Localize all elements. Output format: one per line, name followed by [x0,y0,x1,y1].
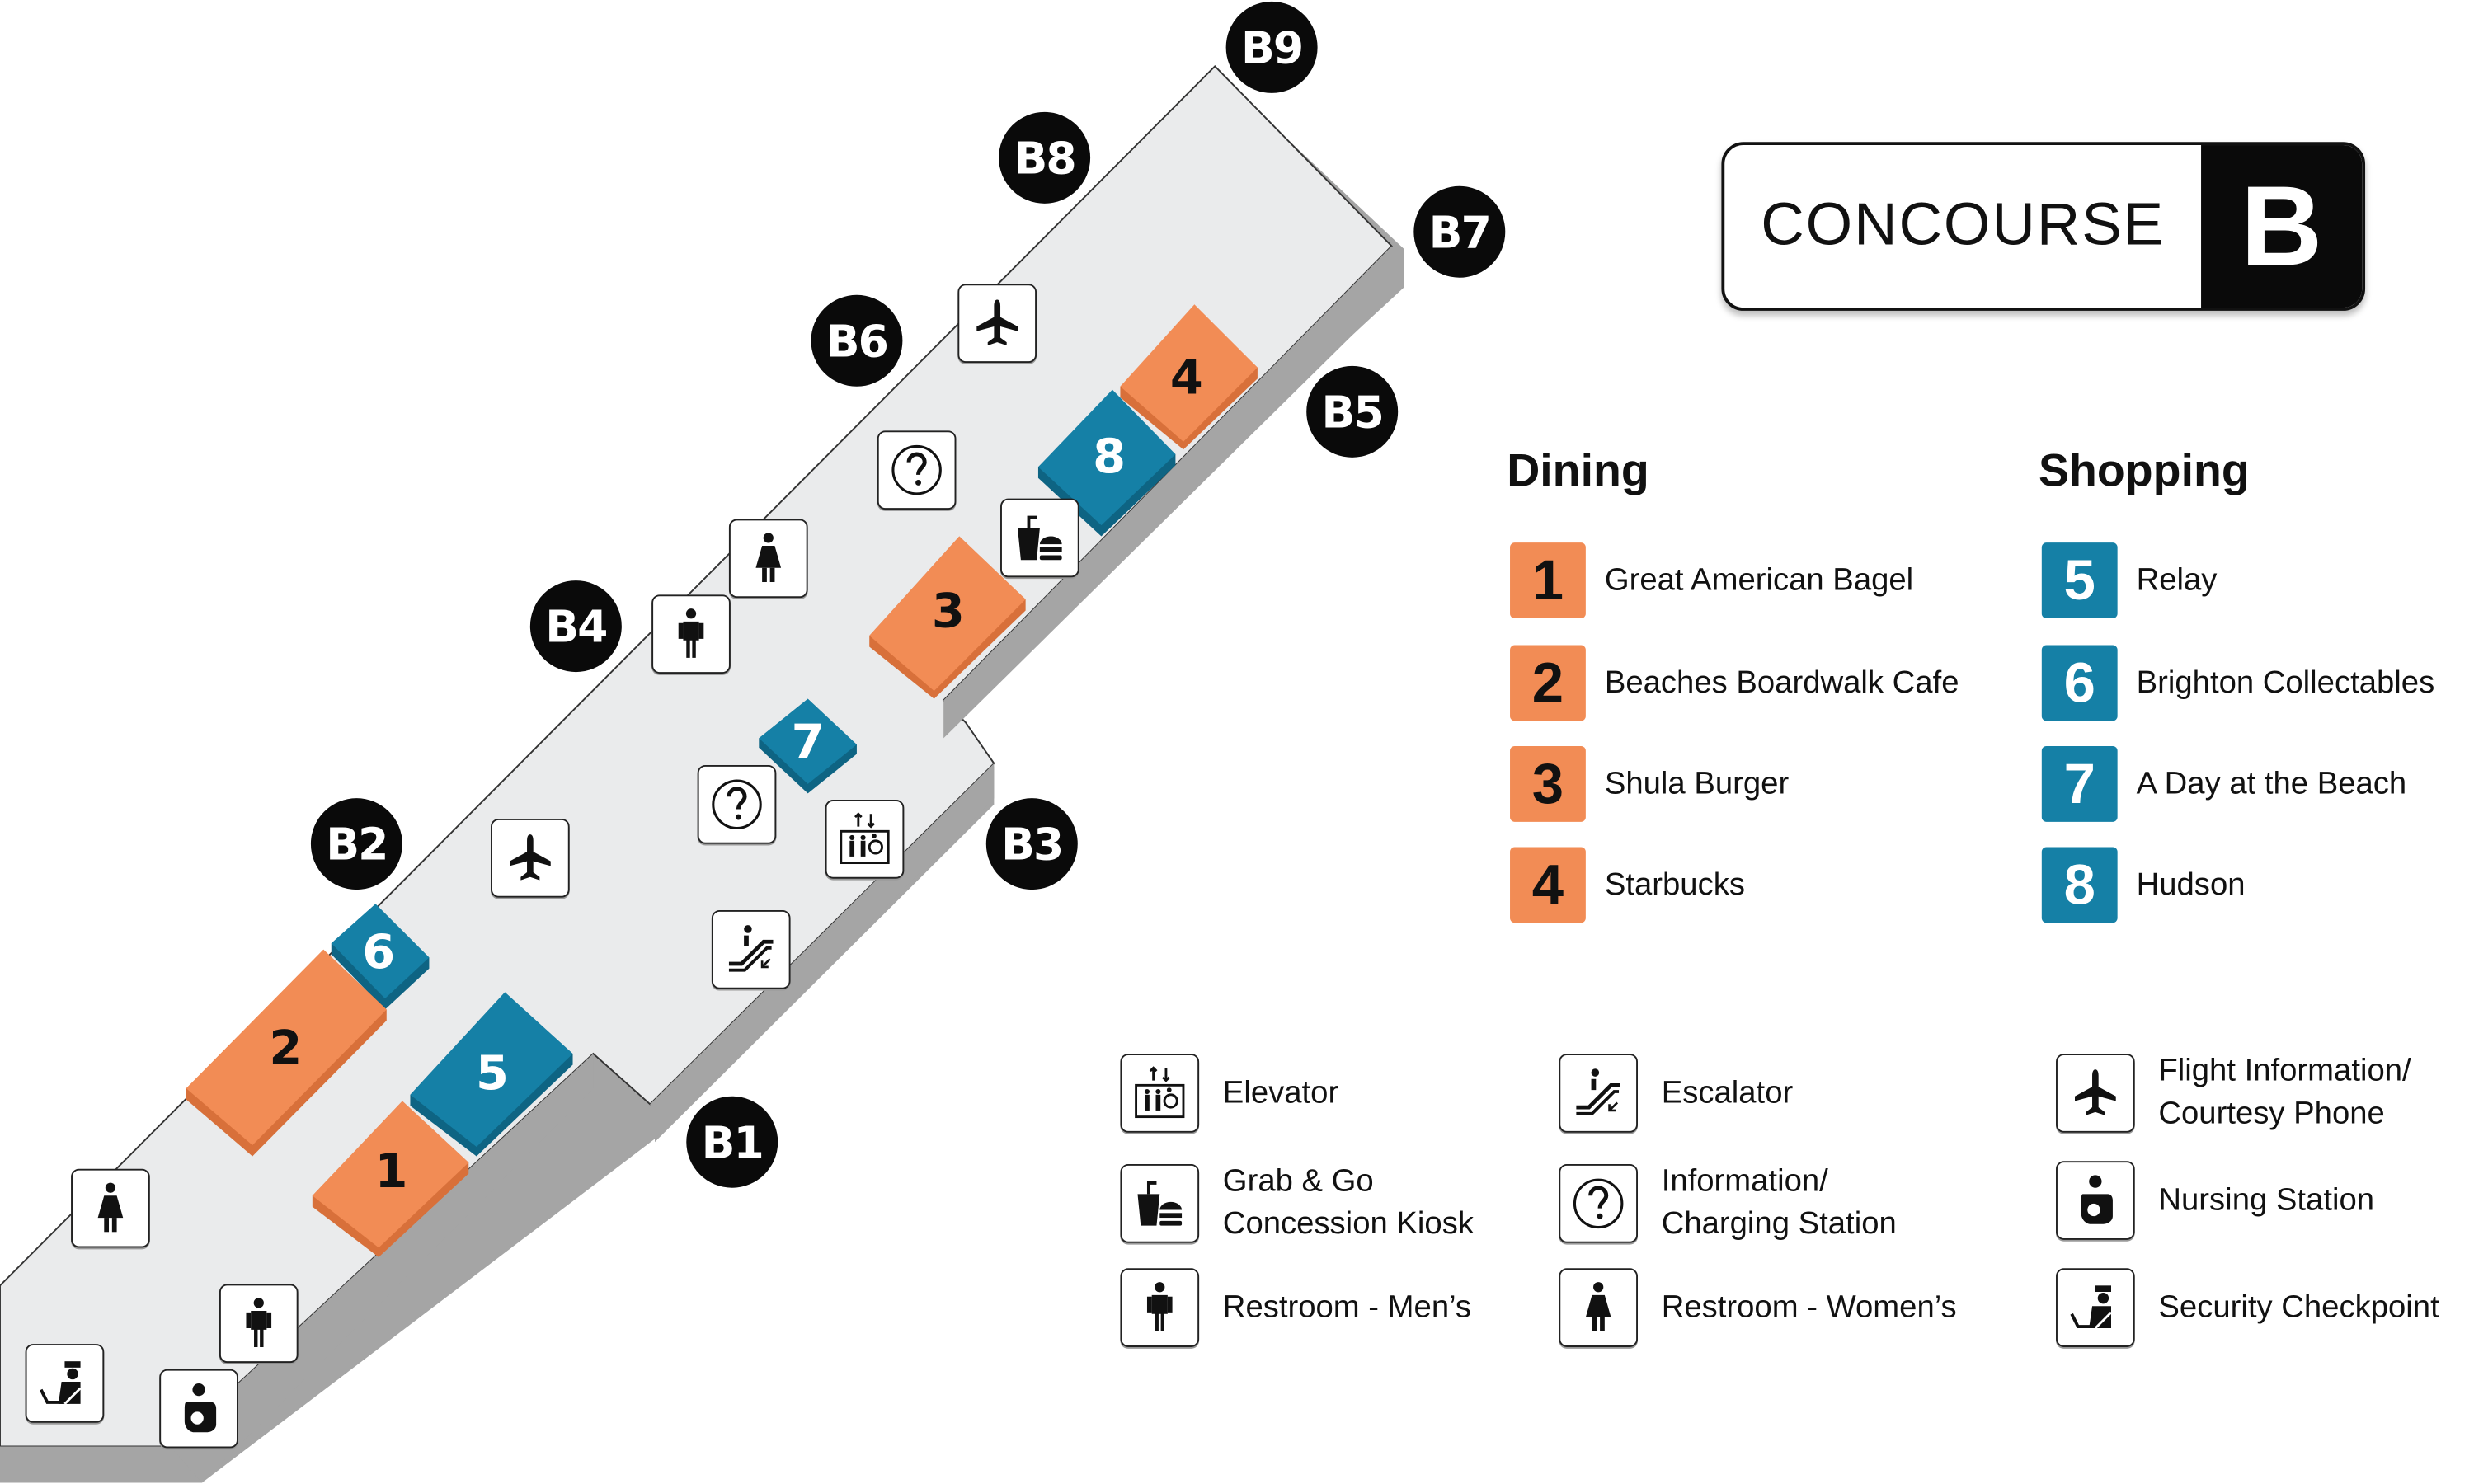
gate-b6[interactable]: B6 [811,294,903,387]
shop-tile-7[interactable] [759,698,857,784]
shop-number-8: 8 [1093,430,1126,486]
shop-number-2: 2 [269,1021,303,1077]
shopping-legend-item[interactable]: 6 Brighton Collectables [2041,645,2435,721]
shop-number-5: 5 [475,1046,509,1102]
security-icon[interactable] [25,1344,105,1423]
gate-b8[interactable]: B8 [999,111,1091,204]
restroom-women-icon[interactable] [728,519,808,599]
restroom-men-icon[interactable] [651,594,731,674]
information-icon[interactable] [697,764,777,844]
dining-name: Starbucks [1604,866,1745,902]
nursing-icon[interactable] [159,1369,238,1449]
amenity-legend-flight-info: Flight Information/ Courtesy Phone [2056,1050,2411,1135]
airplane-icon[interactable] [957,284,1037,364]
nursing-icon [2056,1161,2135,1240]
shop-tile-3[interactable] [869,536,1026,692]
concourse-title-box: CONCOURSE B [1721,142,2366,311]
amenity-label: Elevator [1222,1074,1339,1111]
dining-legend-item[interactable]: 4 Starbucks [1510,847,1745,923]
amenity-label: Information/ Charging Station [1661,1164,1897,1242]
amenity-label: Restroom - Men’s [1222,1289,1472,1325]
shopping-number-badge: 6 [2041,645,2118,721]
dining-legend-item[interactable]: 2 Beaches Boardwalk Cafe [1510,645,1959,721]
shopping-name: Hudson [2136,866,2246,902]
restroom-women-icon[interactable] [71,1168,150,1248]
shop-number-1: 1 [374,1144,408,1200]
amenity-legend-restroom-women: Restroom - Women’s [1559,1268,1957,1347]
information-icon[interactable] [877,430,957,510]
gate-b5[interactable]: B5 [1306,365,1399,458]
dining-number-badge: 3 [1510,745,1586,822]
gate-b7[interactable]: B7 [1413,186,1506,278]
dining-legend-item[interactable]: 3 Shula Burger [1510,745,1790,822]
amenity-legend-escalator: Escalator [1559,1054,1793,1133]
shop-number-3: 3 [931,584,965,640]
dining-name: Shula Burger [1604,765,1790,801]
gate-b3[interactable]: B3 [985,798,1078,890]
shopping-heading: Shopping [2038,446,2250,497]
concourse-letter: B [2201,145,2363,308]
shop-tile-8[interactable] [1037,389,1176,526]
shop-tile-4[interactable] [1120,304,1258,442]
shopping-name: Relay [2136,562,2218,598]
wall-segment [943,246,1404,739]
gate-b2[interactable]: B2 [310,798,402,890]
amenity-label: Security Checkpoint [2158,1289,2439,1325]
amenity-legend-security: Security Checkpoint [2056,1268,2439,1347]
dining-number-badge: 2 [1510,645,1586,721]
shopping-legend-item[interactable]: 7 A Day at the Beach [2041,745,2407,822]
security-icon [2056,1268,2135,1347]
restroom-men-icon [1120,1268,1200,1347]
concourse-title: CONCOURSE [1761,192,2166,259]
gate-b4[interactable]: B4 [529,580,622,673]
grab-and-go-icon [1120,1164,1200,1243]
dining-heading: Dining [1507,446,1649,497]
shopping-number-badge: 7 [2041,745,2118,822]
shopping-number-badge: 8 [2041,847,2118,923]
shop-number-7: 7 [791,715,825,771]
gate-b1[interactable]: B1 [686,1096,778,1188]
amenity-legend-nursing: Nursing Station [2056,1161,2374,1240]
shopping-legend-item[interactable]: 8 Hudson [2041,847,2246,923]
restroom-men-icon[interactable] [219,1284,299,1364]
escalator-icon [1559,1054,1639,1133]
restroom-women-icon [1559,1268,1639,1347]
amenity-legend-grab-and-go: Grab & Go Concession Kiosk [1120,1161,1474,1246]
information-icon [1559,1164,1639,1243]
shopping-name: A Day at the Beach [2136,765,2407,801]
elevator-icon [1120,1054,1200,1133]
dining-legend-item[interactable]: 1 Great American Bagel [1510,542,1914,619]
amenity-label: Grab & Go Concession Kiosk [1222,1164,1474,1242]
amenity-legend-elevator: Elevator [1120,1054,1338,1133]
grab-and-go-icon[interactable] [1000,498,1079,578]
shop-tile-6[interactable] [331,904,430,999]
amenity-label: Flight Information/ Courtesy Phone [2158,1054,2411,1131]
shopping-name: Brighton Collectables [2136,665,2435,700]
wall-segment [170,1054,594,1483]
shopping-number-badge: 5 [2041,542,2118,619]
dining-name: Beaches Boardwalk Cafe [1604,665,1959,700]
airplane-icon [2056,1054,2135,1133]
amenity-legend-information: Information/ Charging Station [1559,1161,1897,1246]
amenity-legend-restroom-men: Restroom - Men’s [1120,1268,1471,1347]
shopping-legend-item[interactable]: 5 Relay [2041,542,2218,619]
elevator-icon[interactable] [825,800,905,879]
shop-number-6: 6 [362,925,396,981]
shop-tile-2[interactable] [186,949,387,1146]
airplane-icon[interactable] [491,819,570,898]
shop-number-4: 4 [1169,350,1203,406]
wall-segment [0,1446,202,1483]
wall-segment [650,763,995,1139]
amenity-label: Restroom - Women’s [1661,1289,1957,1325]
escalator-icon[interactable] [711,909,791,989]
dining-number-badge: 4 [1510,847,1586,923]
dining-name: Great American Bagel [1604,562,1914,598]
amenity-label: Nursing Station [2158,1182,2375,1218]
amenity-label: Escalator [1661,1074,1794,1111]
dining-number-badge: 1 [1510,542,1586,619]
gate-b9[interactable]: B9 [1225,1,1318,93]
shop-tile-5[interactable] [410,992,573,1147]
shop-tile-1[interactable] [312,1101,469,1248]
